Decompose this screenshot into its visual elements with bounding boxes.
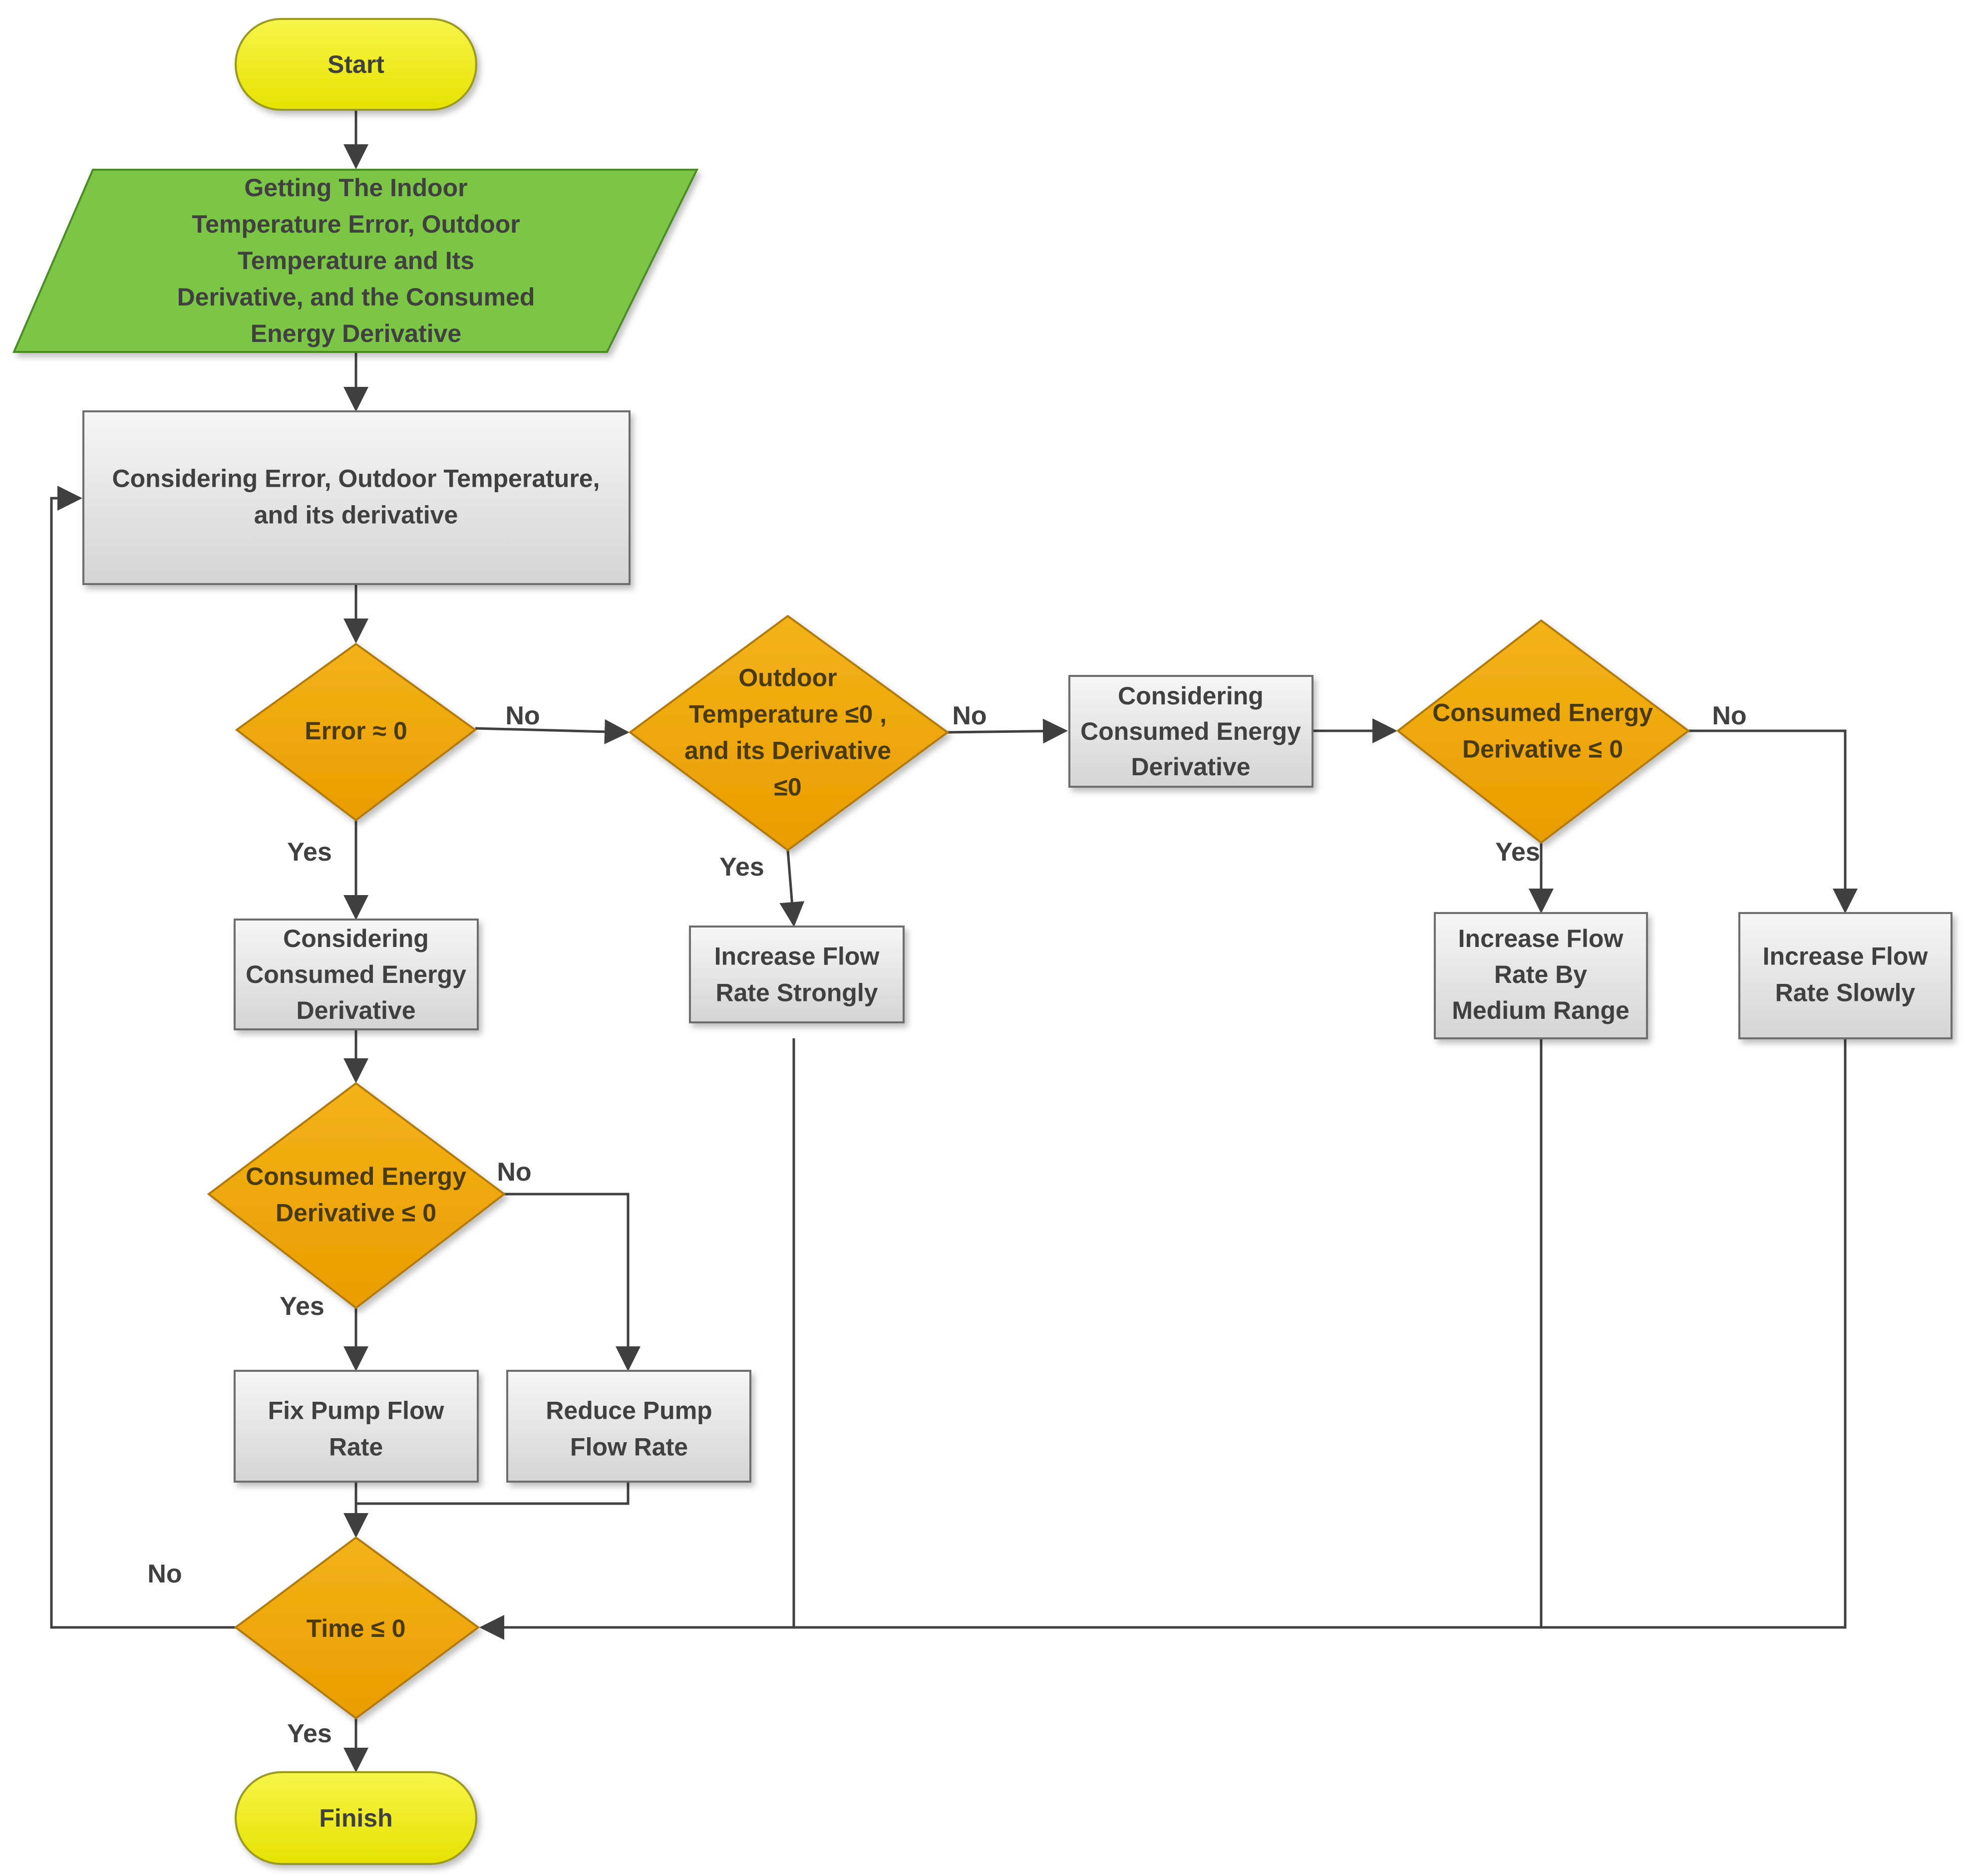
dec-outdoor-line: and its Derivative	[684, 737, 891, 765]
consider-left-line: Considering	[283, 925, 429, 952]
start-label: Start	[328, 50, 384, 78]
dec-energy-right-line: Derivative ≤ 0	[1462, 735, 1623, 763]
dec-outdoor-line: Temperature ≤0 ,	[689, 700, 887, 728]
consider-main-line: Considering Error, Outdoor Temperature,	[112, 465, 600, 493]
dec-energy-left-line: Derivative ≤ 0	[276, 1199, 436, 1227]
start-line: Start	[328, 50, 384, 78]
inc-strong-process	[689, 926, 905, 1023]
finish-terminal	[235, 1771, 477, 1865]
reduce-pump-line: Reduce Pump	[546, 1397, 712, 1425]
finish-line: Finish	[319, 1804, 392, 1832]
energy-right-decision	[1396, 619, 1690, 844]
dec-energy-right-line: Consumed Energy	[1432, 699, 1653, 727]
dec-energy-left-line: Consumed Energy	[246, 1163, 466, 1191]
consider-main-line: and its derivative	[254, 501, 458, 529]
fix-pump-line: Fix Pump Flow	[268, 1397, 444, 1425]
line-slow-to-bus	[1541, 1038, 1847, 1629]
error-yes-label: Yes	[287, 838, 332, 867]
inc-slow-line: Increase Flow	[1763, 942, 1928, 970]
outdoor-yes-label: Yes	[719, 853, 764, 882]
consider-mid-line: Derivative	[1131, 753, 1250, 781]
consider-main-process	[82, 410, 631, 585]
consider-left-line: Derivative	[296, 996, 415, 1024]
finish-label: Finish	[319, 1804, 392, 1832]
dec-outdoor-line: ≤0	[774, 773, 801, 801]
consider-left-process	[234, 919, 479, 1030]
arrow-energy-right-no-to-slow	[1688, 729, 1858, 914]
arrow-outdoor-yes-to-strong	[779, 850, 805, 927]
energy-left-yes-label: Yes	[280, 1292, 325, 1321]
reduce-pump-line: Flow Rate	[570, 1433, 688, 1461]
fix-pump-line: Rate	[329, 1433, 383, 1461]
inc-slow-line: Rate Slowly	[1775, 979, 1916, 1007]
line-medium-to-bus	[794, 1038, 1543, 1629]
consider-mid-line: Considering	[1118, 682, 1264, 710]
inc-medium-process	[1434, 912, 1648, 1039]
input-line: Temperature Error, Outdoor	[192, 210, 520, 238]
energy-right-no-label: No	[1712, 701, 1746, 730]
start-terminal	[235, 18, 477, 111]
line-reduce-merge	[356, 1482, 630, 1505]
reduce-pump-process	[506, 1370, 751, 1483]
error-no-label: No	[505, 701, 540, 730]
consider-left-line: Consumed Energy	[246, 960, 466, 988]
consider-main-label: Considering Error, Outdoor Temperature, a…	[112, 465, 600, 529]
arrow-error-no-to-outdoor	[475, 719, 630, 744]
inc-medium-line: Increase Flow	[1458, 925, 1624, 952]
energy-left-decision	[207, 1082, 506, 1309]
inc-medium-line: Rate By	[1494, 960, 1587, 988]
time-yes-label: Yes	[287, 1719, 332, 1748]
time-decision	[234, 1536, 480, 1720]
inc-strong-line: Increase Flow	[714, 942, 880, 970]
inc-medium-line: Medium Range	[1452, 996, 1630, 1024]
arrow-time-no-loop	[50, 486, 236, 1629]
outdoor-decision	[628, 615, 950, 852]
shapes	[12, 18, 1953, 1865]
input-line: Energy Derivative	[251, 319, 461, 347]
time-decision-label: Time ≤ 0	[307, 1614, 406, 1642]
outdoor-no-label: No	[952, 701, 986, 730]
dec-time-line: Time ≤ 0	[307, 1614, 406, 1642]
fix-pump-process	[234, 1370, 479, 1483]
connectors	[50, 110, 1858, 1773]
error-decision	[235, 642, 477, 822]
consider-mid-process	[1068, 675, 1313, 788]
time-no-label: No	[147, 1560, 182, 1588]
dec-error-line: Error ≈ 0	[305, 717, 407, 745]
branch-labels: No Yes No Yes No Yes No Yes No Yes	[147, 701, 1746, 1748]
energy-right-yes-label: Yes	[1495, 838, 1540, 867]
input-parallelogram	[12, 169, 699, 353]
input-line: Derivative, and the Consumed	[177, 283, 535, 311]
inc-strong-line: Rate Strongly	[715, 979, 878, 1007]
energy-left-no-label: No	[497, 1158, 531, 1187]
dec-outdoor-line: Outdoor	[738, 664, 837, 692]
arrow-energy-left-no-to-reduce	[504, 1193, 641, 1371]
error-decision-label: Error ≈ 0	[305, 717, 407, 745]
input-line: Getting The Indoor	[244, 174, 467, 202]
arrow-strong-to-time	[479, 1038, 795, 1640]
inc-slow-process	[1738, 912, 1953, 1039]
input-line: Temperature and Its	[238, 247, 474, 275]
consider-mid-line: Consumed Energy	[1080, 717, 1301, 745]
arrow-outdoor-no-to-consider-mid	[947, 718, 1068, 744]
